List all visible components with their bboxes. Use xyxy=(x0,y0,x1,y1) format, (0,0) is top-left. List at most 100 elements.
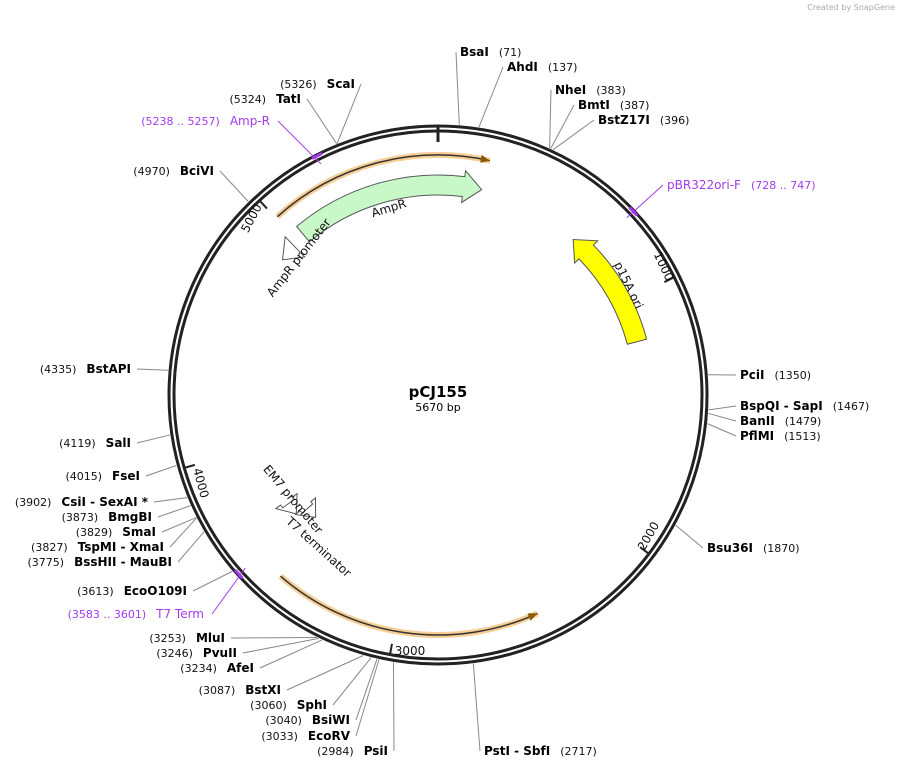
primer-mark xyxy=(233,568,244,580)
enzyme-site-label[interactable]: PflMI(1513) xyxy=(740,429,821,443)
enzyme-site-label[interactable]: (5324)TatI xyxy=(229,92,301,106)
enzyme-name: BanII xyxy=(740,414,775,428)
t7-orf[interactable] xyxy=(280,575,538,636)
enzyme-name: SphI xyxy=(297,698,327,712)
em7-promoter-arrow[interactable] xyxy=(274,492,298,515)
enzyme-name: BciVI xyxy=(180,164,214,178)
primer-name: pBR322ori-F xyxy=(667,178,741,192)
enzyme-site-label[interactable]: (4970)BciVI xyxy=(133,164,214,178)
enzyme-name: NheI xyxy=(555,83,586,97)
backbone xyxy=(167,124,709,666)
enzyme-site-label[interactable]: (3087) BstXI xyxy=(199,683,281,697)
enzyme-name: BmgBI xyxy=(108,510,152,524)
enzyme-site-label[interactable]: NheI (383) xyxy=(555,83,626,97)
enzyme-site-label[interactable]: BspQI - SapI(1467) xyxy=(740,399,869,413)
ampr-orf[interactable] xyxy=(276,154,491,218)
enzyme-site-label[interactable]: (3234)AfeI xyxy=(180,661,254,675)
enzyme-site-label[interactable]: (3033)EcoRV xyxy=(261,729,350,743)
enzyme-leader-line xyxy=(455,51,460,125)
enzyme-position: (3613) xyxy=(77,585,114,598)
enzyme-site-label[interactable]: (2984)PsiI xyxy=(317,744,388,758)
enzyme-leader-line xyxy=(306,98,338,144)
enzyme-site-label[interactable]: (3246)PvuII xyxy=(156,646,237,660)
enzyme-leader-line xyxy=(157,505,191,518)
enzyme-position: (1467) xyxy=(833,400,870,413)
enzyme-leader-line xyxy=(708,412,737,422)
enzyme-leader-line xyxy=(708,405,737,411)
enzyme-site-label[interactable]: (5326)ScaI xyxy=(280,77,355,91)
enzyme-site-label[interactable]: (3829)SmaI xyxy=(76,525,156,539)
plasmid-length: 5670 bp xyxy=(415,401,460,414)
primer-label[interactable]: (5238 .. 5257)Amp-R xyxy=(141,114,270,128)
primer-mark xyxy=(311,152,323,160)
enzyme-site-label[interactable]: (3902) CsiI - SexAI * xyxy=(15,495,149,509)
enzyme-site-label[interactable]: (4119)SalI xyxy=(59,436,131,450)
enzyme-name: AhdI xyxy=(507,60,538,74)
primer-label[interactable]: (3583 .. 3601)T7 Term xyxy=(68,607,204,621)
enzyme-name: BsiWI xyxy=(312,713,350,727)
enzyme-name: BmtI xyxy=(578,98,610,112)
enzyme-site-label[interactable]: (3253)MluI xyxy=(149,631,225,645)
enzyme-name: EcoO109I xyxy=(124,584,187,598)
snapgene-credit: Created by SnapGene xyxy=(807,3,895,12)
enzyme-site-label[interactable]: (4335)BstAPI xyxy=(40,362,131,376)
enzyme-leader-line xyxy=(355,659,380,737)
enzyme-site-label[interactable]: BsaI (71) xyxy=(460,45,521,59)
enzyme-leader-line xyxy=(675,524,704,549)
enzyme-position: (71) xyxy=(499,46,522,59)
enzyme-name: BstXI xyxy=(245,683,281,697)
enzyme-leader-line xyxy=(153,497,188,503)
enzyme-site-label[interactable]: PstI - SbfI(2717) xyxy=(484,744,597,758)
enzyme-name: CsiI - SexAI * xyxy=(61,495,148,509)
ampr-orf-arrowhead xyxy=(480,154,490,163)
tick-mark xyxy=(184,463,196,469)
ampr-arrow[interactable] xyxy=(295,169,483,243)
p15a-ori-arrow[interactable] xyxy=(572,239,648,345)
enzyme-site-label[interactable]: (3873)BmgBI xyxy=(62,510,152,524)
enzyme-leader-line xyxy=(177,531,205,563)
enzyme-position: (383) xyxy=(596,84,626,97)
enzyme-position: (3246) xyxy=(156,647,193,660)
enzyme-name: BsaI xyxy=(460,45,489,59)
enzyme-position: (3087) xyxy=(199,684,236,697)
plasmid-name: pCJ155 xyxy=(409,383,468,401)
enzyme-site-label[interactable]: BanII(1479) xyxy=(740,414,821,428)
enzyme-leader-line xyxy=(259,639,323,669)
t7-terminator-arrow[interactable] xyxy=(294,496,317,518)
enzyme-leader-line xyxy=(472,663,481,752)
primer-range: (728 .. 747) xyxy=(751,179,816,192)
enzyme-position: (3902) xyxy=(15,496,52,509)
enzyme-name: SmaI xyxy=(122,525,156,539)
primers: pBR322ori-F (728 .. 747) (5238 .. 5257)Amp… xyxy=(68,114,816,621)
enzyme-leader-line xyxy=(242,637,319,654)
primer-leader-line xyxy=(277,120,322,165)
enzyme-leader-line xyxy=(336,83,362,144)
enzyme-site-label[interactable]: (3775)BssHII - MauBI xyxy=(27,555,172,569)
enzyme-position: (137) xyxy=(548,61,578,74)
enzyme-site-label[interactable]: (3613) EcoO109I xyxy=(77,584,187,598)
tick-mark xyxy=(259,200,268,210)
enzyme-site-label[interactable]: BmtI (387) xyxy=(578,98,649,112)
enzyme-site-label[interactable]: PciI(1350) xyxy=(740,368,811,382)
enzyme-site-label[interactable]: (4015)FseI xyxy=(65,469,140,483)
enzyme-leader-line xyxy=(392,662,395,752)
enzyme-leader-line xyxy=(136,368,169,371)
enzyme-name: TspMI - XmaI xyxy=(78,540,164,554)
enzyme-leader-line xyxy=(169,517,197,548)
enzyme-site-label[interactable]: (3040)BsiWI xyxy=(265,713,350,727)
enzyme-position: (3033) xyxy=(261,730,298,743)
enzyme-site-label[interactable]: AhdI (137) xyxy=(507,60,577,74)
enzyme-name: PstI - SbfI xyxy=(484,744,550,758)
enzyme-site-label[interactable]: (3827)TspMI - XmaI xyxy=(31,540,164,554)
enzyme-position: (4119) xyxy=(59,437,96,450)
enzyme-site-label[interactable]: (3060)SphI xyxy=(250,698,327,712)
enzyme-name: BssHII - MauBI xyxy=(74,555,172,569)
primer-leader-line xyxy=(626,184,664,219)
enzyme-site-label[interactable]: BstZ17I(396) xyxy=(598,113,689,127)
enzyme-site-label[interactable]: Bsu36I(1870) xyxy=(707,541,800,555)
ampr-promoter-arrow[interactable] xyxy=(281,235,306,261)
enzyme-position: (387) xyxy=(620,99,650,112)
primer-label[interactable]: pBR322ori-F (728 .. 747) xyxy=(667,178,816,192)
